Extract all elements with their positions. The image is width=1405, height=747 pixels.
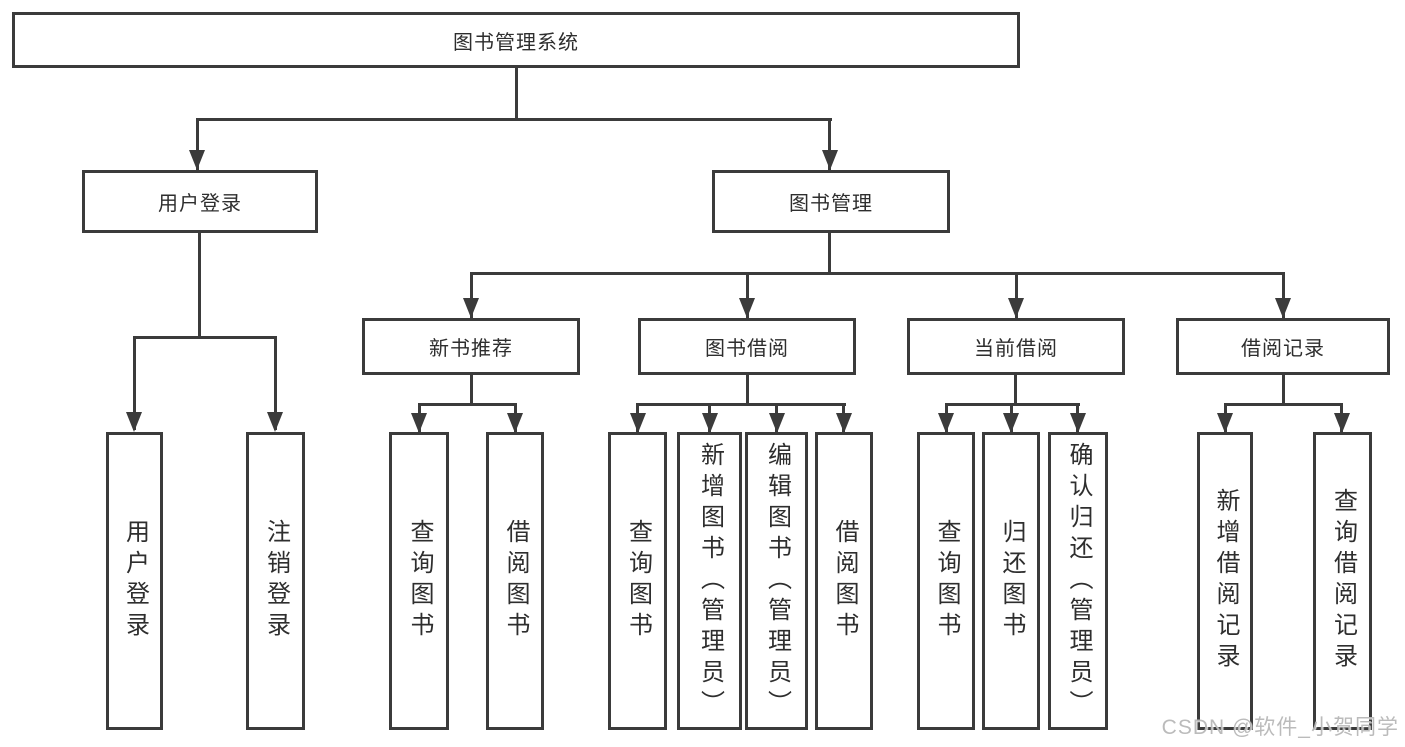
connector-branch xyxy=(418,403,517,406)
arrow-down-icon xyxy=(507,413,523,433)
arrow-down-icon xyxy=(411,413,427,433)
leaf-label: 新增借阅记录 xyxy=(1212,488,1239,674)
connector-stem xyxy=(746,272,749,318)
leaf-edit-book-admin: 编辑图书（管理员） xyxy=(745,432,808,730)
connector-root-stub xyxy=(515,68,518,118)
leaf-add-book-admin: 新增图书（管理员） xyxy=(677,432,742,730)
leaf-add-borrow-record: 新增借阅记录 xyxy=(1197,432,1253,730)
leaf-borrow-books-recommend: 借阅图书 xyxy=(486,432,544,730)
connector-stem xyxy=(196,118,199,170)
arrow-down-icon xyxy=(1275,298,1291,318)
node-new-book-recommend: 新书推荐 xyxy=(362,318,580,375)
arrow-down-icon xyxy=(1334,413,1350,433)
leaf-label: 查询图书 xyxy=(933,519,960,643)
node-label: 新书推荐 xyxy=(429,338,513,360)
arrow-down-icon xyxy=(1008,298,1024,318)
arrow-down-icon xyxy=(126,412,142,432)
connector-level2-branch xyxy=(196,118,832,121)
node-book-borrow: 图书借阅 xyxy=(638,318,856,375)
leaf-label: 查询借阅记录 xyxy=(1329,488,1357,674)
node-label: 借阅记录 xyxy=(1241,338,1325,360)
node-current-borrow: 当前借阅 xyxy=(907,318,1125,375)
connector-branch xyxy=(636,403,846,406)
leaf-label: 查询图书 xyxy=(624,519,652,643)
arrow-down-icon xyxy=(702,413,718,433)
leaf-logout: 注销登录 xyxy=(246,432,305,730)
connector-stub xyxy=(746,375,749,403)
leaf-label: 借阅图书 xyxy=(502,519,529,643)
leaf-query-books-recommend: 查询图书 xyxy=(389,432,449,730)
arrow-down-icon xyxy=(189,150,205,170)
arrow-down-icon xyxy=(630,413,646,433)
node-borrow-records: 借阅记录 xyxy=(1176,318,1390,375)
arrow-down-icon xyxy=(769,413,785,433)
leaf-label: 用户登录 xyxy=(121,519,149,643)
connector-branch xyxy=(1224,403,1342,406)
leaf-label: 新增图书（管理员） xyxy=(696,441,724,721)
node-label: 图书管理 xyxy=(789,193,873,215)
leaf-return-book: 归还图书 xyxy=(982,432,1040,730)
node-label: 图书借阅 xyxy=(705,338,789,360)
arrow-down-icon xyxy=(463,298,479,318)
connector-stub xyxy=(828,233,831,272)
node-book-management: 图书管理 xyxy=(712,170,950,233)
arrow-down-icon xyxy=(1217,413,1233,433)
leaf-label: 编辑图书（管理员） xyxy=(763,441,791,721)
arrow-down-icon xyxy=(739,298,755,318)
leaf-label: 查询图书 xyxy=(406,519,433,643)
connector-stem xyxy=(1282,272,1285,318)
connector-stem xyxy=(274,336,277,430)
node-label: 当前借阅 xyxy=(974,338,1058,360)
arrow-down-icon xyxy=(1003,413,1019,433)
node-label: 图书管理系统 xyxy=(453,31,579,54)
leaf-label: 注销登录 xyxy=(262,519,290,643)
arrow-down-icon xyxy=(822,150,838,170)
csdn-watermark: CSDN @软件_小贺同学 xyxy=(1161,716,1399,739)
leaf-borrow-books: 借阅图书 xyxy=(815,432,873,730)
node-library-system: 图书管理系统 xyxy=(12,12,1020,68)
leaf-query-books-current: 查询图书 xyxy=(917,432,975,730)
connector-stub xyxy=(1282,375,1285,403)
arrow-down-icon xyxy=(1070,413,1086,433)
arrow-down-icon xyxy=(938,413,954,433)
node-label: 用户登录 xyxy=(158,193,242,215)
connector-stem xyxy=(133,336,136,430)
arrow-down-icon xyxy=(267,412,283,432)
leaf-label: 归还图书 xyxy=(998,519,1025,643)
connector-stub xyxy=(198,233,201,336)
connector-stub xyxy=(470,375,473,403)
connector-stub xyxy=(1014,375,1017,403)
connector-stem xyxy=(828,118,831,170)
leaf-confirm-return-admin: 确认归还（管理员） xyxy=(1048,432,1108,730)
leaf-query-borrow-record: 查询借阅记录 xyxy=(1313,432,1372,730)
connector-stem xyxy=(470,272,473,318)
leaf-query-books-borrow: 查询图书 xyxy=(608,432,667,730)
leaf-user-login: 用户登录 xyxy=(106,432,163,730)
connector-stem xyxy=(1015,272,1018,318)
connector-level3-branch xyxy=(470,272,1285,275)
connector-branch xyxy=(133,336,277,339)
leaf-label: 确认归还（管理员） xyxy=(1065,441,1092,721)
leaf-label: 借阅图书 xyxy=(831,519,858,643)
arrow-down-icon xyxy=(836,413,852,433)
node-user-login: 用户登录 xyxy=(82,170,318,233)
